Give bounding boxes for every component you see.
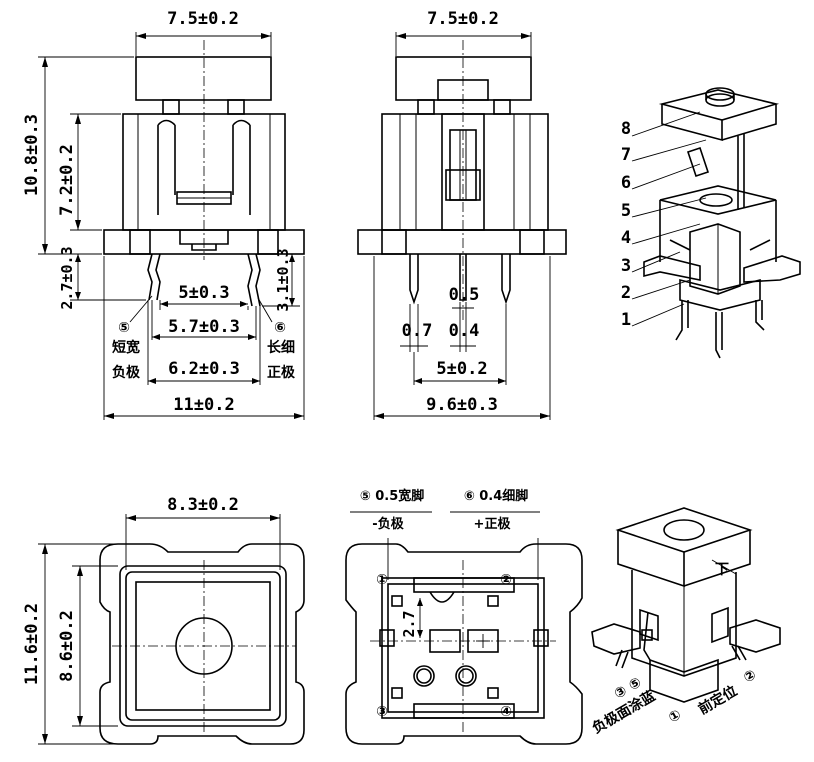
part-number-6: 6	[621, 173, 631, 193]
negative-label: 负极	[112, 364, 141, 381]
top-body-width-label: 8.3±0.2	[167, 495, 239, 515]
side-pin-width-b-label: 0.5	[449, 285, 480, 305]
pin-pitch-inner-label: 5±0.3	[178, 283, 229, 303]
legend-thin-label: ⑥ 0.4细脚	[464, 488, 529, 504]
legend-pos-label: +正极	[474, 516, 512, 532]
side-pin-pitch-label: 5±0.2	[436, 359, 487, 379]
side-cap-width-label: 7.5±0.2	[427, 9, 499, 29]
pin-1-label: ①	[376, 572, 388, 588]
side-pin-width-a-label: 0.7	[402, 321, 433, 341]
part-number-3: 3	[621, 256, 631, 276]
long-thin-label: 长细	[267, 339, 295, 356]
down-mark-label: 下	[715, 562, 729, 578]
body-height-label: 7.2±0.2	[57, 144, 77, 216]
front-base-width-label: 11±0.2	[173, 395, 234, 415]
pin-length-right-label: 3.1±0.3	[274, 248, 292, 311]
part-number-8: 8	[621, 119, 631, 139]
side-view	[357, 32, 567, 420]
positive-label: 正极	[267, 364, 296, 381]
total-height-label: 10.8±0.3	[22, 114, 42, 196]
part-number-5: 5	[621, 201, 631, 221]
callout-six: ⑥	[274, 320, 286, 336]
front-pos-num-2: ②	[741, 667, 759, 687]
top-view	[38, 514, 305, 745]
side-pin-width-c-label: 0.4	[449, 321, 480, 341]
top-body-height-label: 8.6±0.2	[57, 610, 77, 682]
bottom-small-dim-label: 2.7	[400, 610, 418, 637]
part-number-1: 1	[621, 310, 631, 330]
part-number-7: 7	[621, 145, 631, 165]
legend-neg-label: -负极	[372, 516, 404, 532]
front-view	[38, 32, 305, 420]
pin-3-label: ③	[376, 704, 388, 720]
front-cap-width-label: 7.5±0.2	[167, 9, 239, 29]
short-wide-label: 短宽	[112, 339, 140, 356]
part-number-2: 2	[621, 283, 631, 303]
pin-4-label: ④	[500, 704, 512, 720]
exploded-isometric-view	[631, 87, 801, 359]
pin-2-label: ②	[500, 572, 512, 588]
top-total-height-label: 11.6±0.2	[22, 603, 42, 685]
assembled-isometric-view	[591, 507, 781, 703]
pin-pitch-mid-label: 5.7±0.3	[168, 317, 240, 337]
pin-length-left-label: 2.7±0.3	[58, 246, 76, 309]
front-pos-num-1: ①	[666, 707, 684, 727]
part-number-4: 4	[621, 228, 631, 248]
side-base-width-label: 9.6±0.3	[426, 395, 498, 415]
bottom-view	[345, 511, 583, 745]
callout-five: ⑤	[118, 320, 130, 336]
legend-wide-label: ⑤ 0.5宽脚	[360, 488, 425, 504]
pin-pitch-outer-label: 6.2±0.3	[168, 359, 240, 379]
